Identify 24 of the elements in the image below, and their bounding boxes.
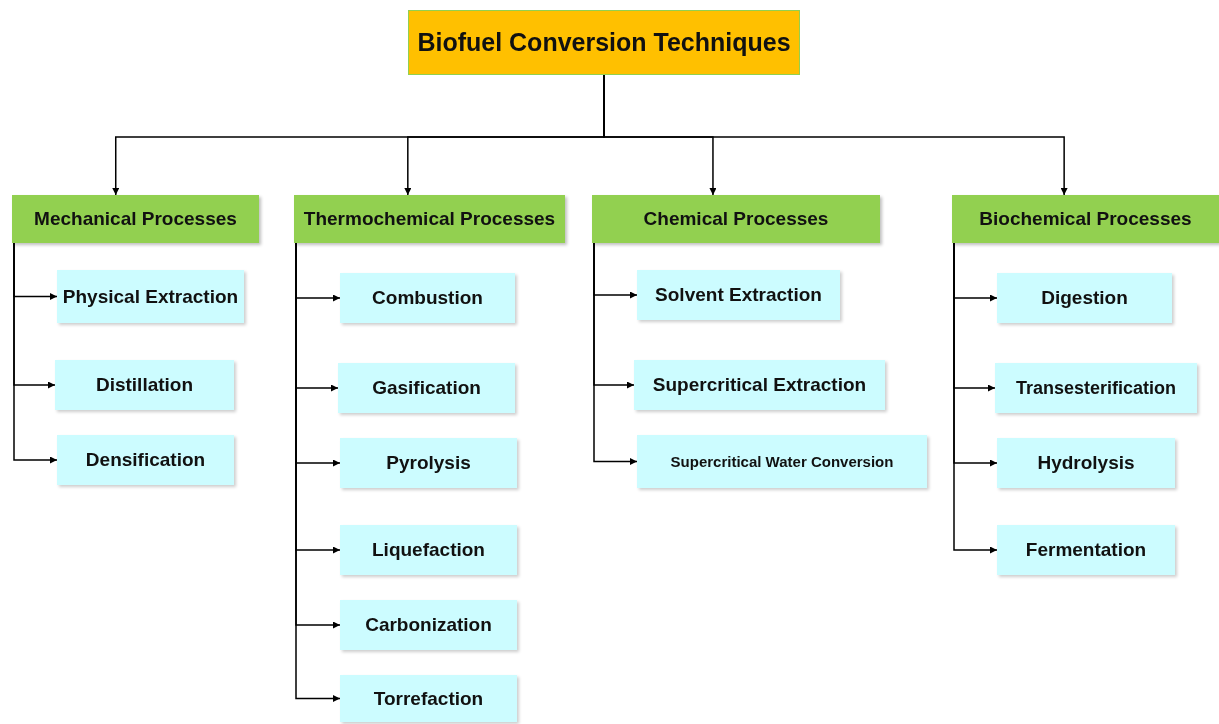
process-box: Liquefaction xyxy=(340,525,517,575)
arrow xyxy=(13,242,58,464)
process-box: Torrefaction xyxy=(340,675,517,722)
arrow xyxy=(953,242,998,554)
category-box: Biochemical Processes xyxy=(952,195,1219,243)
process-box: Digestion xyxy=(997,273,1172,323)
process-box: Fermentation xyxy=(997,525,1175,575)
category-box: Mechanical Processes xyxy=(12,195,259,243)
process-box: Supercritical Extraction xyxy=(634,360,885,410)
process-box: Densification xyxy=(57,435,234,485)
arrow xyxy=(593,242,638,465)
process-box: Carbonization xyxy=(340,600,517,650)
process-box: Gasification xyxy=(338,363,515,413)
category-box: Chemical Processes xyxy=(592,195,880,243)
title-box: Biofuel Conversion Techniques xyxy=(408,10,800,75)
process-box: Solvent Extraction xyxy=(637,270,840,320)
process-box: Combustion xyxy=(340,273,515,323)
process-box: Supercritical Water Conversion xyxy=(637,435,927,488)
process-box: Transesterification xyxy=(995,363,1197,413)
category-box: Thermochemical Processes xyxy=(294,195,565,243)
process-box: Physical Extraction xyxy=(57,270,244,323)
process-box: Distillation xyxy=(55,360,234,410)
process-box: Hydrolysis xyxy=(997,438,1175,488)
process-box: Pyrolysis xyxy=(340,438,517,488)
